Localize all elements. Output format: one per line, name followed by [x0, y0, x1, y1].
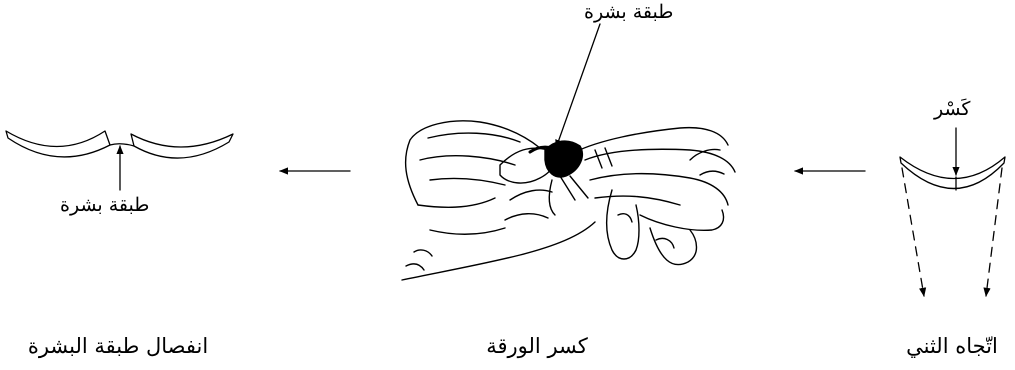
epidermis-strip — [110, 144, 134, 146]
epidermis-pointer-top — [556, 24, 600, 148]
caption-epidermis-separation: انفصال طبقة البشرة — [28, 336, 208, 357]
bending-leaf-arc — [900, 157, 1005, 190]
caption-bend-direction: اتّجاه الثني — [906, 336, 998, 357]
epidermis-label-left: طبقة بشرة — [60, 196, 149, 215]
break-label: كَسْر — [934, 100, 970, 119]
caption-leaf-break: كسر الورقة — [486, 336, 588, 357]
hands-breaking-leaf — [402, 121, 735, 280]
epidermis-label-top: طبقة بشرة — [584, 3, 673, 22]
